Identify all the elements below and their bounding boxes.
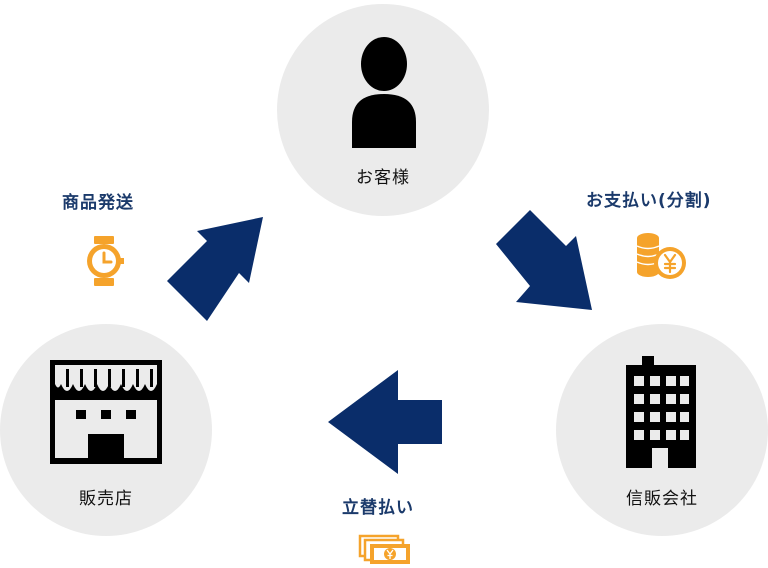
wristwatch-icon — [87, 236, 124, 286]
arrow-customer-to-card-company — [496, 210, 592, 310]
card-company-label: 信販会社 — [626, 489, 698, 509]
storefront-icon — [50, 360, 162, 464]
payment-label: お支払い(分割) — [586, 191, 712, 211]
advance-payment-label: 立替払い — [342, 498, 414, 518]
shipping-label: 商品発送 — [62, 193, 134, 213]
person-icon — [352, 37, 416, 148]
arrow-store-to-customer — [167, 217, 263, 321]
customer-label: お客様 — [356, 168, 410, 188]
yen-coins-icon — [636, 233, 686, 279]
store-label: 販売店 — [79, 489, 133, 509]
arrow-card-company-to-store — [328, 370, 442, 474]
yen-banknotes-icon — [358, 534, 410, 564]
office-building-icon — [626, 356, 696, 468]
